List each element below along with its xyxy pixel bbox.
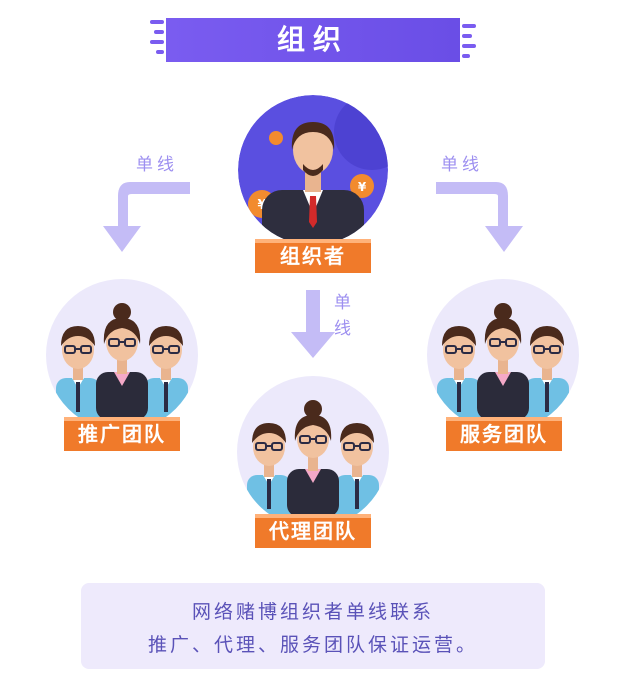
service-team-label: 服务团队	[446, 417, 562, 451]
flow-label-left: 单线	[136, 155, 178, 175]
promotion-team-avatar	[46, 279, 198, 431]
organizer-label-accent	[255, 239, 371, 243]
service-team-avatar	[427, 279, 579, 431]
banner-stripe	[156, 50, 164, 54]
banner-stripe	[154, 30, 164, 34]
note-box	[81, 583, 545, 669]
agent-team-label: 代理团队	[255, 514, 371, 548]
banner-stripe	[150, 40, 164, 44]
flow-label-down-1: 单	[334, 293, 355, 313]
svg-text:¥: ¥	[257, 198, 266, 213]
promotion-team-label-accent	[64, 417, 180, 421]
arrow-down	[291, 290, 335, 358]
agent-team-label-accent	[255, 514, 371, 518]
svg-text:¥: ¥	[358, 180, 367, 194]
flow-label-down-2: 线	[334, 319, 355, 339]
banner-stripe	[462, 44, 476, 48]
organizer-avatar: ¥ ¥	[238, 95, 388, 245]
agent-team-avatar	[237, 376, 389, 528]
organizer-label: 组织者	[255, 239, 371, 273]
note-line-1: 网络赌博组织者单线联系	[191, 601, 434, 623]
promotion-team-label: 推广团队	[64, 417, 180, 451]
banner-stripe	[150, 20, 164, 24]
title-banner	[166, 18, 460, 62]
banner-stripe	[462, 54, 470, 58]
page-title: 组织	[276, 23, 349, 56]
arrow-left	[103, 182, 190, 252]
arrow-right	[436, 182, 523, 252]
banner-stripe	[462, 34, 472, 38]
banner-stripe	[462, 24, 476, 28]
note-line-2: 推广、代理、服务团队保证运营。	[147, 634, 478, 656]
service-team-label-accent	[446, 417, 562, 421]
flow-label-right: 单线	[441, 155, 483, 175]
